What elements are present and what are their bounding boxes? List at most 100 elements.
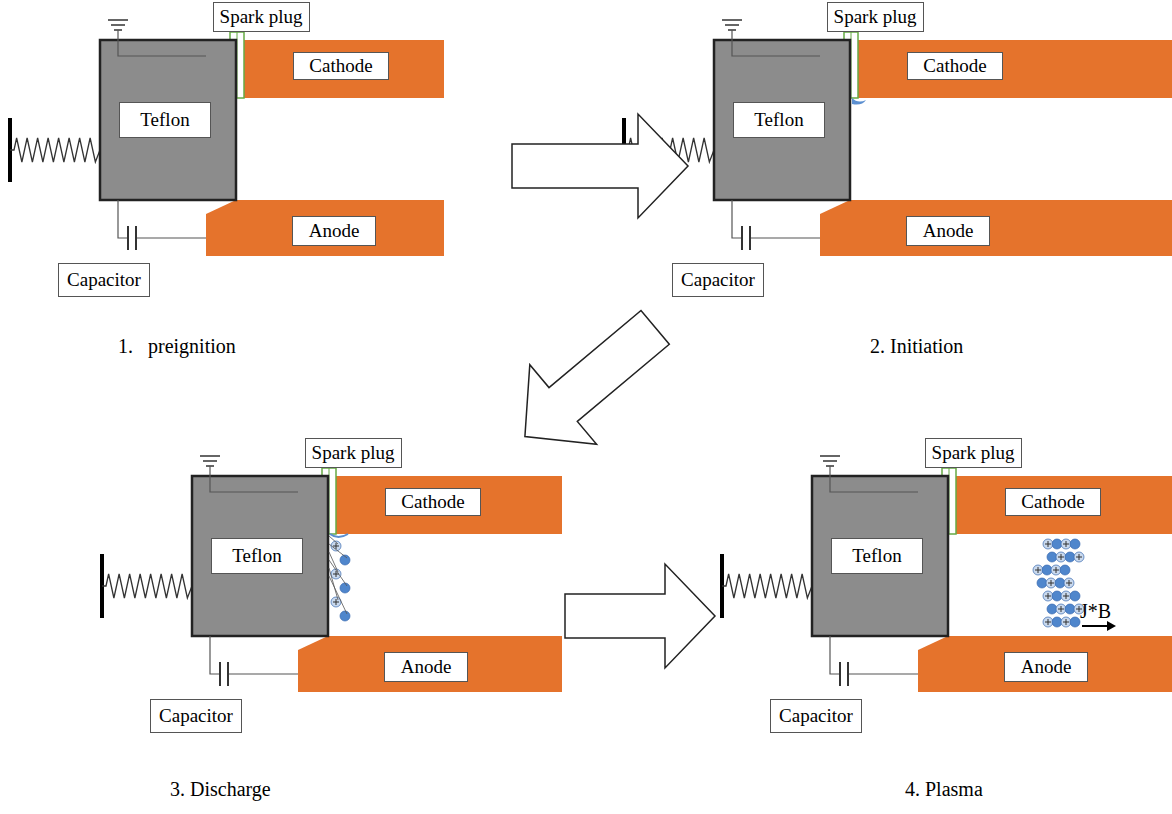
node-text: Cathode (309, 56, 372, 77)
capacitor-wire (210, 636, 298, 674)
plasma-particle (1047, 604, 1057, 614)
ground-wire (830, 466, 918, 492)
ground-wire (210, 466, 298, 492)
capacitor-plate (135, 226, 137, 250)
capacitor-wire (830, 636, 918, 674)
plasma-particle (1043, 591, 1053, 601)
step-arrow (565, 564, 715, 668)
capacitor-plate (127, 226, 129, 250)
plasma-particle (1043, 617, 1053, 627)
plasma-particle (1033, 565, 1043, 575)
step-caption: 4. Plasma (905, 778, 983, 800)
plasma-particle (340, 611, 350, 621)
charge-sign (1063, 593, 1069, 599)
node-text: Teflon (232, 546, 281, 567)
node-text: Capacitor (779, 706, 853, 727)
plasma-particle (1037, 578, 1047, 588)
plasma-particle (1052, 539, 1062, 549)
node-text: Teflon (754, 110, 803, 131)
ground-wire (732, 30, 820, 56)
capacitor-plate (749, 226, 751, 250)
spring (10, 138, 100, 162)
cathode-label: Cathode (907, 52, 1003, 80)
spark-plug-label: Spark plug (213, 2, 310, 32)
step-arrow (512, 114, 688, 218)
capacitor-plate (219, 662, 221, 686)
charge-sign (1076, 554, 1082, 560)
plasma-particle (1056, 604, 1066, 614)
node-text: Capacitor (681, 270, 755, 291)
anode-label: Anode (384, 652, 468, 682)
plasma-particle (1061, 591, 1071, 601)
plasma-particle (1064, 578, 1074, 588)
plasma-particle (1060, 565, 1070, 575)
plasma-particle (1052, 591, 1062, 601)
step-caption: 3. Discharge (170, 778, 271, 800)
node-text: Anode (309, 221, 360, 242)
charge-sign (1048, 580, 1054, 586)
ground-symbol (722, 19, 742, 21)
anode-electrode (820, 200, 1172, 256)
cathode-label: Cathode (385, 488, 481, 516)
plasma-particle (1070, 617, 1080, 627)
capacitor-plate (847, 662, 849, 686)
ground-wire (118, 30, 206, 56)
node-text: Spark plug (312, 443, 395, 464)
ground-symbol (111, 24, 125, 26)
plasma-particle (1042, 565, 1052, 575)
plasma-particle (1061, 539, 1071, 549)
anode-electrode (298, 636, 562, 692)
cathode-electrode (820, 40, 1172, 98)
step-caption: 1. preignition (118, 335, 236, 357)
plasma-particle (1074, 552, 1084, 562)
plasma-particle (1065, 604, 1075, 614)
capacitor-plate (741, 226, 743, 250)
anode-electrode (206, 200, 444, 256)
spark-plug-label: Spark plug (305, 438, 402, 468)
capacitor-wire (732, 200, 820, 238)
plasma-particle (1070, 591, 1080, 601)
teflon-label: Teflon (119, 102, 211, 138)
teflon-label: Teflon (733, 102, 825, 138)
spring (722, 574, 812, 598)
step-caption: 2. Initiation (870, 335, 963, 357)
teflon-block (714, 40, 850, 200)
discharge-line (329, 544, 347, 558)
plasma-particle (1065, 552, 1075, 562)
force-label: J*B (1080, 600, 1111, 622)
node-text: Teflon (852, 546, 901, 567)
node-text: Cathode (1021, 492, 1084, 513)
anode-label: Anode (292, 216, 376, 246)
anode-electrode (918, 636, 1172, 692)
node-text: Spark plug (220, 7, 303, 28)
node-text: Capacitor (159, 706, 233, 727)
capacitor-label: Capacitor (150, 699, 242, 733)
spring (102, 574, 192, 598)
charge-sign (1058, 606, 1064, 612)
plasma-particle (1055, 578, 1065, 588)
anode-label: Anode (906, 216, 990, 246)
plasma-particle (1047, 552, 1057, 562)
node-text: Spark plug (834, 7, 917, 28)
node-text: Cathode (401, 492, 464, 513)
node-text: Anode (1021, 657, 1072, 678)
plasma-particle (1052, 617, 1062, 627)
charge-sign (1045, 593, 1051, 599)
node-text: Capacitor (67, 270, 141, 291)
charge-sign (1053, 567, 1059, 573)
spark-plug-label: Spark plug (925, 438, 1022, 468)
plasma-particle (1061, 617, 1071, 627)
teflon-block (100, 40, 236, 200)
cathode-label: Cathode (293, 52, 389, 80)
plasma-particle (1051, 565, 1061, 575)
plasma-particle (1056, 552, 1066, 562)
plasma-particle (1070, 539, 1080, 549)
capacitor-wire (118, 200, 206, 238)
spark-flash (852, 98, 866, 105)
teflon-block (192, 476, 328, 636)
spark-plug-label: Spark plug (827, 2, 924, 32)
capacitor-label: Capacitor (672, 263, 764, 297)
node-text: Spark plug (932, 443, 1015, 464)
force-arrow (1082, 625, 1110, 627)
charge-sign (1066, 580, 1072, 586)
